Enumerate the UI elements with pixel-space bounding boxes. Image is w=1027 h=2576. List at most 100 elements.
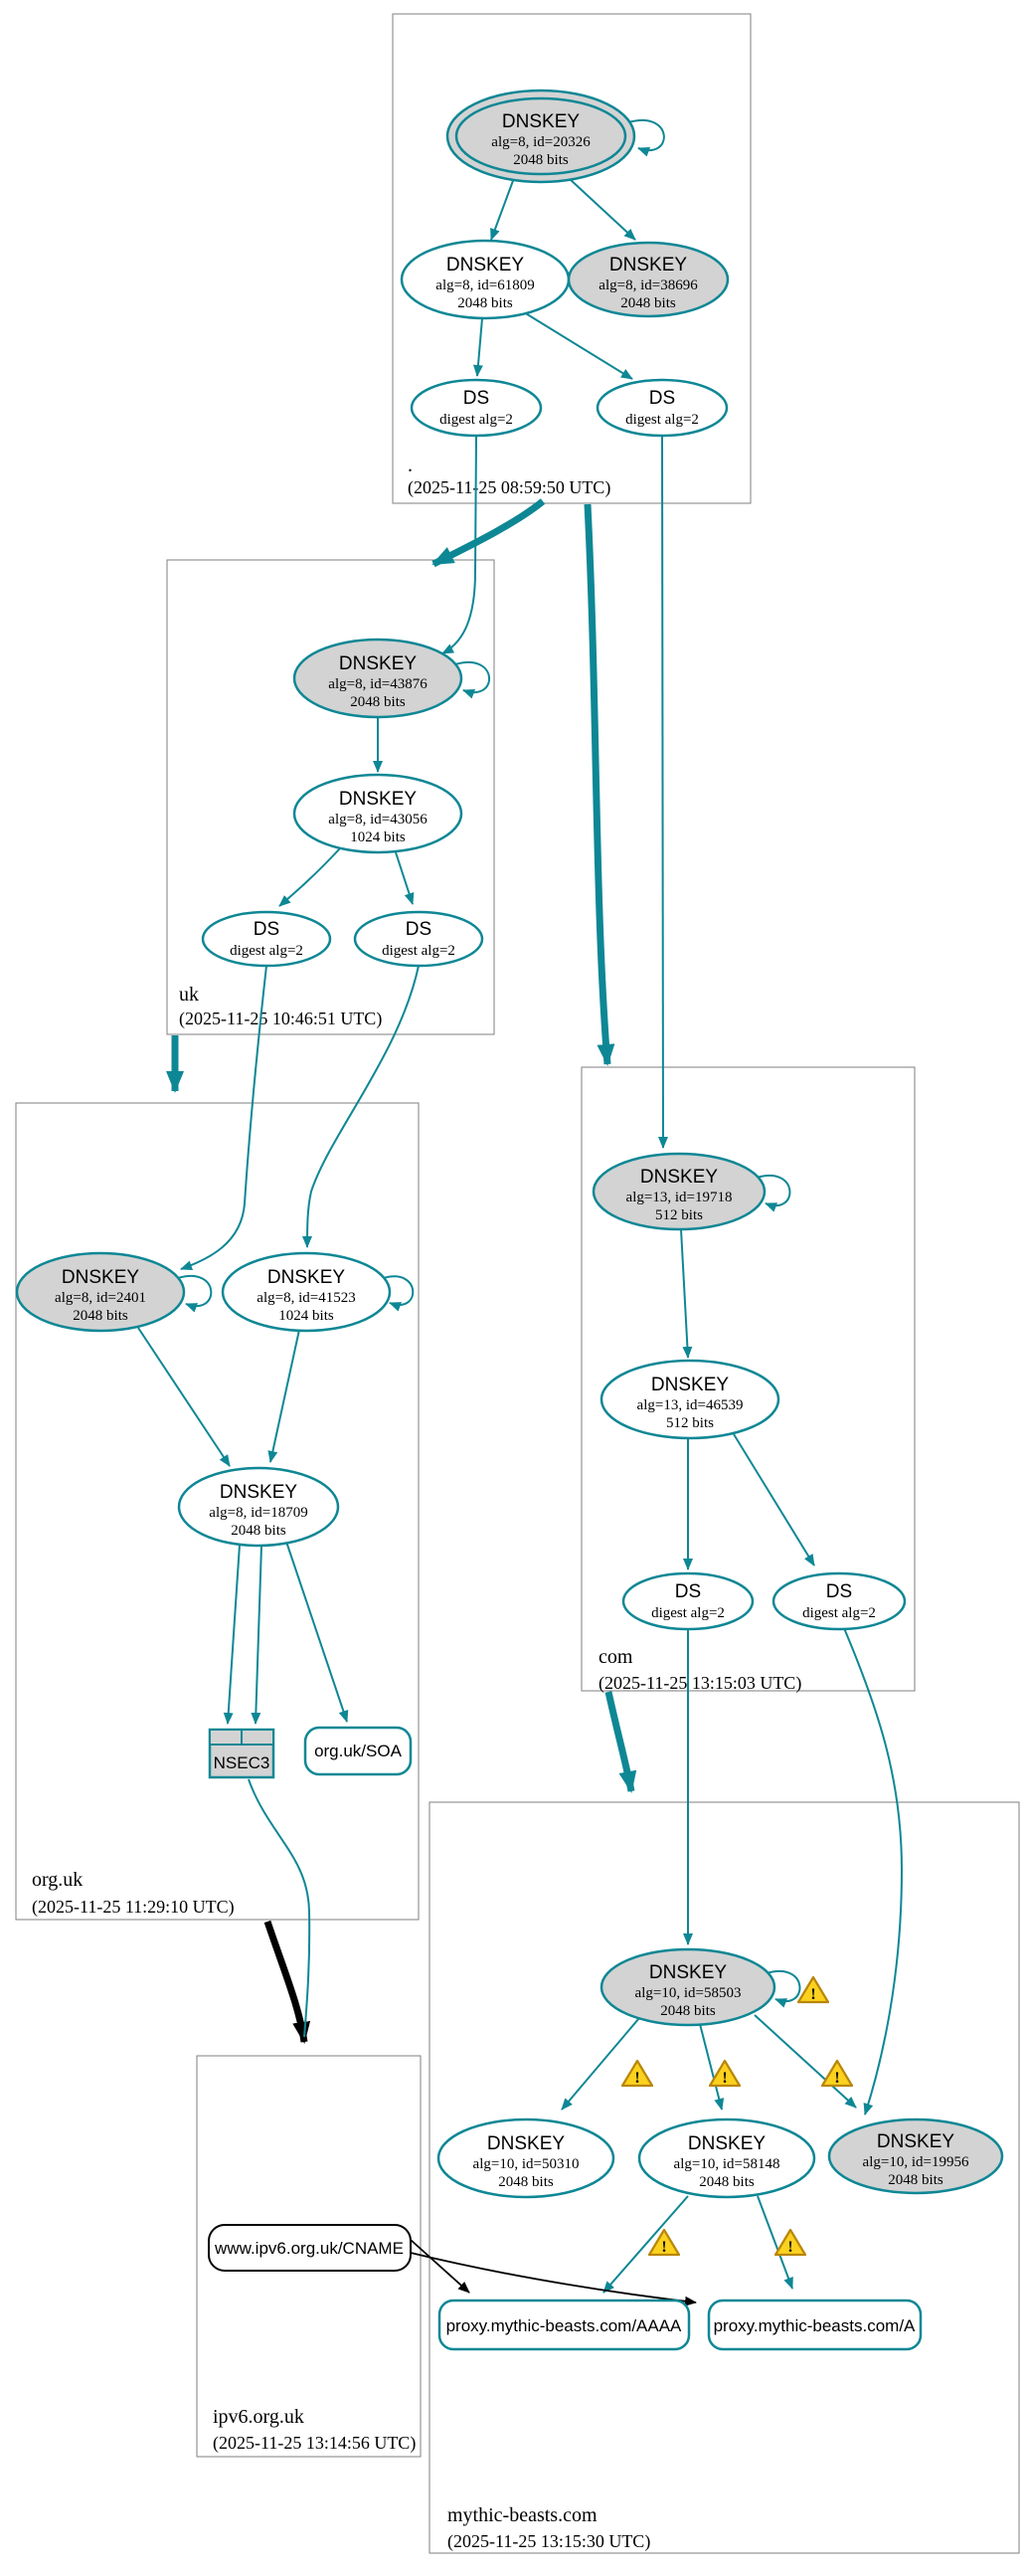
node-root-dnskey-20326[interactable]: DNSKEY alg=8, id=20326 2048 bits bbox=[445, 89, 636, 184]
dnskey-title: DNSKEY bbox=[649, 1962, 727, 1983]
aaaa-shape[interactable] bbox=[437, 2299, 691, 2351]
node-uk-dnskey-43876[interactable]: DNSKEY alg=8, id=43876 2048 bits bbox=[292, 638, 463, 719]
dnskey-shape[interactable] bbox=[221, 1251, 392, 1333]
warning-icon[interactable]: ! bbox=[773, 2228, 807, 2257]
warning-icon[interactable]: ! bbox=[620, 2059, 654, 2088]
dnskey-shape[interactable] bbox=[15, 1251, 186, 1333]
node-org-uk-nsec3[interactable]: NSEC3 bbox=[208, 1728, 275, 1779]
node-uk-ds-1[interactable]: DS digest alg=2 bbox=[201, 910, 332, 968]
node-root-ds-1[interactable]: DS digest alg=2 bbox=[410, 378, 543, 438]
delegation-root-to-uk bbox=[431, 498, 546, 568]
warning-icon[interactable]: ! bbox=[647, 2228, 681, 2257]
dnskey-shape[interactable] bbox=[827, 2117, 1004, 2195]
ds-shape[interactable] bbox=[410, 378, 543, 438]
dnskey-shape[interactable] bbox=[292, 638, 463, 719]
node-com-ds-2[interactable]: DS digest alg=2 bbox=[771, 1571, 907, 1631]
edge-mythic-zsk2-to-aaaa bbox=[602, 2195, 689, 2294]
dnskey-shape[interactable] bbox=[599, 1947, 776, 2027]
dnskey-title: DNSKEY bbox=[339, 653, 417, 674]
dnskey-shape[interactable] bbox=[637, 2117, 816, 2199]
ds-detail: digest alg=2 bbox=[230, 943, 303, 959]
edge-mythic-zsk2-to-a bbox=[757, 2195, 793, 2290]
ds-shape[interactable] bbox=[621, 1571, 755, 1631]
warning-icon[interactable]: ! bbox=[796, 1975, 830, 2004]
dnskey-title: DNSKEY bbox=[877, 2131, 954, 2152]
zone-box-mythic-beasts-com bbox=[428, 1801, 1020, 2554]
zone-label-org-uk: org.uk bbox=[32, 1869, 83, 1891]
ds-shape[interactable] bbox=[771, 1571, 907, 1631]
node-com-ds-1[interactable]: DS digest alg=2 bbox=[621, 1571, 755, 1631]
node-org-uk-dnskey-18709[interactable]: DNSKEY alg=8, id=18709 2048 bits bbox=[177, 1466, 340, 1548]
node-mythic-dnskey-58503[interactable]: DNSKEY alg=10, id=58503 2048 bits bbox=[599, 1947, 776, 2027]
node-mythic-aaaa[interactable]: proxy.mythic-beasts.com/AAAA bbox=[437, 2299, 691, 2351]
node-org-uk-soa[interactable]: org.uk/SOA bbox=[303, 1726, 413, 1776]
dnskey-shape[interactable] bbox=[177, 1466, 340, 1548]
node-mythic-dnskey-58148[interactable]: DNSKEY alg=10, id=58148 2048 bits bbox=[637, 2117, 816, 2199]
ds-title: DS bbox=[649, 388, 675, 409]
edge-com-zsk-to-ds2 bbox=[733, 1433, 815, 1566]
dnskey-bits: 2048 bits bbox=[498, 2174, 554, 2190]
dnskey-shape[interactable] bbox=[592, 1152, 767, 1231]
node-mythic-a[interactable]: proxy.mythic-beasts.com/A bbox=[707, 2299, 923, 2351]
edge-cname-to-aaaa bbox=[410, 2239, 470, 2294]
zone-timestamp-com: (2025-11-25 13:15:03 UTC) bbox=[599, 1673, 801, 1694]
zone-timestamp-uk: (2025-11-25 10:46:51 UTC) bbox=[179, 1009, 382, 1029]
edge-root-ksk-to-ksk2 bbox=[569, 178, 636, 241]
node-mythic-dnskey-19956[interactable]: DNSKEY alg=10, id=19956 2048 bits bbox=[827, 2117, 1004, 2195]
delegation-org-uk-to-ipv6-insecure bbox=[263, 1920, 311, 2044]
node-root-dnskey-38696[interactable]: DNSKEY alg=8, id=38696 2048 bits bbox=[567, 241, 730, 318]
edge-org-ksk-to-zsk bbox=[137, 1327, 231, 1467]
node-com-dnskey-19718[interactable]: DNSKEY alg=13, id=19718 512 bits bbox=[592, 1152, 767, 1231]
warning-icon[interactable]: ! bbox=[820, 2059, 854, 2088]
nsec3-cell-right bbox=[241, 1729, 274, 1746]
node-uk-dnskey-43056[interactable]: DNSKEY alg=8, id=43056 1024 bits bbox=[292, 773, 463, 854]
zone-timestamp-root: (2025-11-25 08:59:50 UTC) bbox=[408, 477, 610, 498]
edge-org-ksk-selfsign bbox=[177, 1275, 213, 1313]
edge-uk-ds1-to-org-ksk bbox=[180, 965, 267, 1271]
node-com-dnskey-46539[interactable]: DNSKEY alg=13, id=46539 512 bits bbox=[599, 1359, 780, 1440]
soa-label: org.uk/SOA bbox=[314, 1742, 403, 1760]
dnskey-detail: alg=8, id=2401 bbox=[55, 1290, 146, 1306]
ds-detail: digest alg=2 bbox=[382, 943, 455, 959]
zone-label-uk: uk bbox=[179, 984, 199, 1006]
node-mythic-dnskey-50310[interactable]: DNSKEY alg=10, id=50310 2048 bits bbox=[436, 2117, 615, 2199]
node-ipv6-cname[interactable]: www.ipv6.org.uk/CNAME bbox=[208, 2224, 412, 2272]
a-shape[interactable] bbox=[707, 2299, 923, 2351]
dnskey-bits: 512 bits bbox=[666, 1415, 714, 1431]
node-uk-ds-2[interactable]: DS digest alg=2 bbox=[353, 910, 484, 968]
svg-text:!: ! bbox=[661, 2239, 666, 2256]
edge-mythic-ksk-to-zsk1 bbox=[561, 2017, 640, 2111]
dnskey-detail: alg=8, id=18709 bbox=[209, 1505, 307, 1521]
edge-uk-zsk-to-ds1 bbox=[278, 847, 341, 907]
node-org-uk-dnskey-2401[interactable]: DNSKEY alg=8, id=2401 2048 bits bbox=[15, 1251, 186, 1333]
dnskey-shape[interactable] bbox=[292, 773, 463, 854]
soa-shape[interactable] bbox=[303, 1726, 413, 1776]
node-root-ds-2[interactable]: DS digest alg=2 bbox=[596, 378, 729, 438]
dnskey-shape[interactable] bbox=[436, 2117, 615, 2199]
cname-shape[interactable] bbox=[208, 2224, 412, 2272]
cname-label: www.ipv6.org.uk/CNAME bbox=[214, 2239, 404, 2258]
node-root-dnskey-61809[interactable]: DNSKEY alg=8, id=61809 2048 bits bbox=[400, 239, 571, 320]
ds-shape[interactable] bbox=[201, 910, 332, 968]
ds-shape[interactable] bbox=[596, 378, 729, 438]
edge-org-zsk-to-nsec3-a bbox=[223, 1544, 241, 1725]
warning-icon[interactable]: ! bbox=[708, 2059, 742, 2088]
edge-uk-ds2-to-org-ksk2 bbox=[302, 965, 420, 1248]
zone-timestamp-mythic-beasts-com: (2025-11-25 13:15:30 UTC) bbox=[447, 2531, 650, 2552]
zone-box-org-uk bbox=[15, 1102, 420, 1921]
dnskey-shape[interactable] bbox=[599, 1359, 780, 1440]
dnskey-title: DNSKEY bbox=[339, 789, 417, 810]
edge-org-zsk-to-nsec3-b bbox=[251, 1545, 262, 1725]
edge-org-ksk2-to-zsk bbox=[267, 1329, 300, 1463]
edge-mythic-ksk-to-ksk2 bbox=[754, 2014, 857, 2109]
aaaa-label: proxy.mythic-beasts.com/AAAA bbox=[446, 2316, 682, 2335]
edge-org-zsk-to-soa bbox=[285, 1541, 349, 1723]
dnskey-sep-inner-ring bbox=[454, 96, 627, 176]
node-org-uk-dnskey-41523[interactable]: DNSKEY alg=8, id=41523 1024 bits bbox=[221, 1251, 392, 1333]
dnskey-shape[interactable] bbox=[567, 241, 730, 318]
ds-shape[interactable] bbox=[353, 910, 484, 968]
edge-uk-zsk-to-ds2 bbox=[395, 851, 415, 905]
a-label: proxy.mythic-beasts.com/A bbox=[714, 2316, 916, 2335]
dnskey-detail: alg=10, id=50310 bbox=[473, 2156, 580, 2172]
edge-root-ksk-to-zsk bbox=[490, 177, 515, 241]
